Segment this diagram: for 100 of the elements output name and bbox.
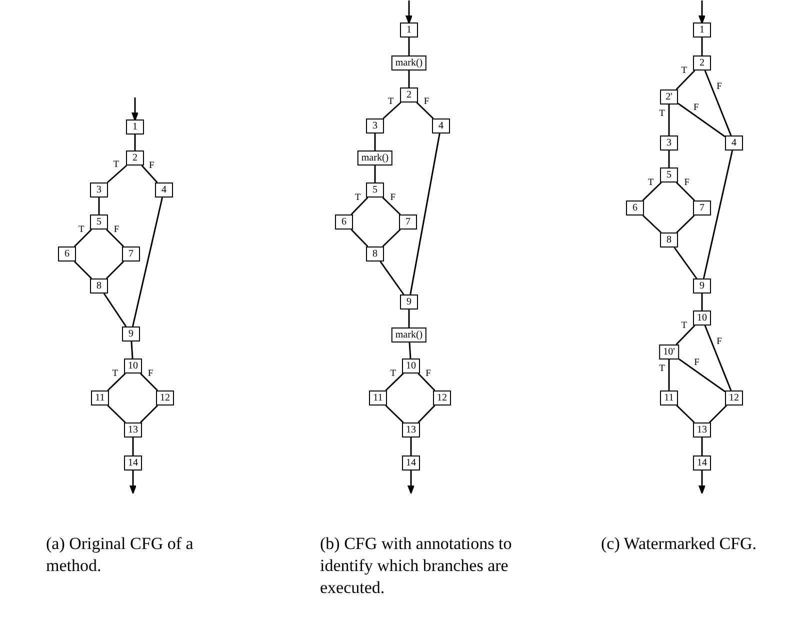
edge-line <box>642 214 662 234</box>
arrow <box>698 470 706 494</box>
edge-line <box>668 150 670 168</box>
node-box: 10 <box>693 310 711 326</box>
edge-line <box>132 197 164 327</box>
node-box: 1 <box>400 22 418 38</box>
edge-line <box>350 228 368 248</box>
edge-label: F <box>694 358 700 368</box>
arrow <box>698 0 706 24</box>
edge-label: F <box>390 192 396 203</box>
edge-line <box>350 196 368 216</box>
edge-line <box>676 182 696 202</box>
edge-line <box>416 102 434 120</box>
node-box: 2' <box>660 90 678 104</box>
node-box: 7 <box>399 214 417 230</box>
node-box: 8 <box>366 246 384 262</box>
edge-line <box>676 324 696 346</box>
node-box: 6 <box>335 214 353 230</box>
node-box: 13 <box>693 422 711 438</box>
edge-line <box>676 214 695 234</box>
edge-line <box>702 150 734 279</box>
edge-line <box>678 102 726 138</box>
node-box: 6 <box>626 200 644 216</box>
edge-line <box>668 360 670 390</box>
edge-line <box>134 134 136 150</box>
edge-line <box>107 372 126 392</box>
edge-label: T <box>354 192 361 203</box>
edge-label: F <box>148 160 154 171</box>
node-box: 7 <box>693 200 711 216</box>
caption: (a) Original CFG of a method. <box>46 533 194 577</box>
arrow <box>408 470 414 494</box>
edge-line <box>106 228 124 248</box>
node-box: 2 <box>126 150 144 166</box>
caption: (b) CFG with annotations to identify which branches are executed. <box>320 533 513 599</box>
edge-line <box>676 404 695 424</box>
edge-line <box>385 372 404 392</box>
edge-label: F <box>716 337 722 348</box>
node-box: 14 <box>124 456 142 470</box>
edge-line <box>410 438 412 456</box>
edge-label: T <box>112 368 118 379</box>
edge-line <box>678 358 726 392</box>
node-box: 14 <box>402 456 420 470</box>
edge-label: T <box>78 224 84 235</box>
edge-line <box>674 247 698 279</box>
node-box: mark() <box>357 150 393 166</box>
node-box: 9 <box>122 326 140 342</box>
edge-line <box>410 133 440 295</box>
edge-label: T <box>659 364 665 374</box>
edge-line <box>708 404 728 424</box>
edge-line <box>98 198 100 214</box>
edge-label: T <box>648 178 654 188</box>
edge-line <box>106 260 124 280</box>
node-box: 7 <box>122 246 140 262</box>
edge-line <box>374 166 376 182</box>
edge-line <box>74 260 92 280</box>
edge-line <box>668 104 670 136</box>
edge-label: F <box>694 102 699 113</box>
edge-line <box>106 164 128 184</box>
edge-line <box>408 342 412 359</box>
node-box: 13 <box>402 422 420 438</box>
edge-label: T <box>388 97 394 108</box>
node-box: 10 <box>124 358 142 374</box>
node-box: 14 <box>693 456 711 470</box>
node-box: 9 <box>693 278 711 294</box>
edge-line <box>382 228 401 248</box>
edge-label: T <box>390 368 396 379</box>
edge-line <box>107 404 126 424</box>
node-box: 2 <box>693 56 711 70</box>
edge-line <box>374 134 376 150</box>
node-box: mark() <box>391 56 427 70</box>
node-box: 12 <box>725 390 743 406</box>
node-box: 9 <box>400 294 418 310</box>
node-box: 8 <box>90 278 108 294</box>
edge-line <box>418 372 436 392</box>
edge-line <box>408 38 410 56</box>
node-box: 4 <box>725 136 743 150</box>
edge-line <box>385 404 404 424</box>
node-box: 10 <box>402 358 420 374</box>
edge-label: F <box>684 178 690 188</box>
edge-line <box>74 228 92 248</box>
node-box: 12 <box>156 390 174 406</box>
node-box: 1 <box>693 22 711 38</box>
edge-label: F <box>148 368 154 379</box>
edge-line <box>701 294 703 310</box>
edge-line <box>701 438 703 456</box>
node-box: 11 <box>91 390 109 406</box>
node-box: 3 <box>660 136 678 150</box>
edge-line <box>408 310 410 328</box>
node-box: 5 <box>366 182 384 198</box>
node-box: 10' <box>659 344 679 360</box>
arrow <box>130 470 136 494</box>
edge-line <box>676 70 696 90</box>
caption: (c) Watermarked CFG. <box>601 533 758 555</box>
node-box: 6 <box>58 246 76 262</box>
edge-line <box>642 182 662 202</box>
edge-line <box>130 341 134 359</box>
edge-line <box>141 165 158 183</box>
node-box: mark() <box>391 328 427 342</box>
arrow <box>132 98 138 121</box>
node-box: 12 <box>433 390 451 406</box>
